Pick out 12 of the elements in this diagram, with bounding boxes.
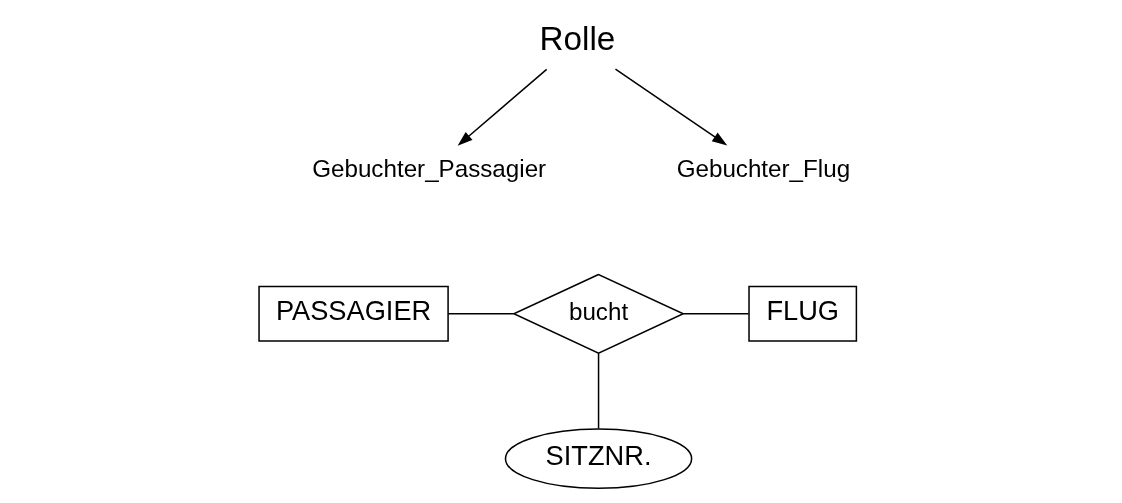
node-diamond: bucht [511, 273, 685, 354]
connector [682, 313, 749, 315]
node-ellipse: SITZNR. [504, 428, 692, 490]
node-text: Gebuchter_Flug [676, 155, 850, 183]
node-box: FLUG [747, 285, 857, 342]
arrow [614, 68, 727, 146]
node-text: Gebuchter_Passagier [311, 155, 546, 183]
node-text: Rolle [538, 20, 615, 58]
connector [447, 313, 514, 315]
node-box: PASSAGIER [257, 285, 449, 342]
connector [597, 352, 599, 430]
arrow [457, 68, 547, 146]
